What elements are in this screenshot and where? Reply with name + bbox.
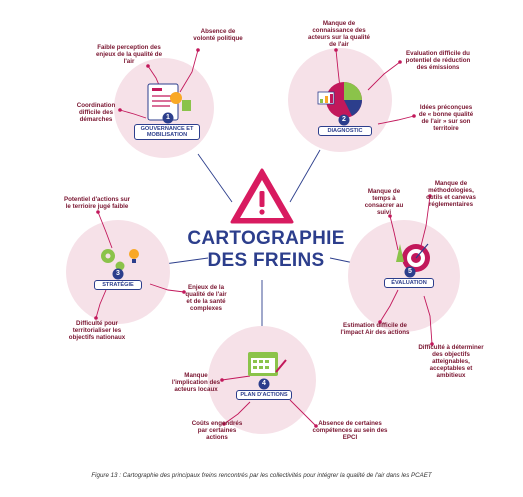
badge-number-4: 4 <box>262 380 266 387</box>
bullet-dots <box>94 48 434 428</box>
section-label-gouvernance: GOUVERNANCE ET MOBILISATION <box>134 124 200 141</box>
frein-evaluation-4: Difficulté à déterminer des objectifs at… <box>418 344 484 380</box>
frein-diagnostic-3: Idées préconçues de « bonne qualité de l… <box>418 104 474 133</box>
center-title-line2: DES FREINS <box>207 250 325 271</box>
center-title-line1: CARTOGRAPHIE <box>187 228 345 249</box>
badge-number-1: 1 <box>166 114 170 121</box>
frein-diagnostic-1: Manque de connaissance des acteurs sur l… <box>308 20 370 49</box>
center-connectors <box>149 149 379 330</box>
badge-2 <box>338 114 350 126</box>
number-badges <box>112 112 416 390</box>
frein-evaluation-1: Manque de temps à consacrer au suivi <box>364 188 404 217</box>
section-label-strategie: STRATÉGIE <box>94 280 142 291</box>
warning-triangle-icon <box>230 168 294 224</box>
frein-diagnostic-2: Evaluation difficile du potentiel de réd… <box>405 50 471 72</box>
figure-caption: Figure 13 : Cartographie des principaux … <box>91 472 432 479</box>
frein-gouvernance-2: Absence de volonté politique <box>193 28 243 43</box>
badge-number-5: 5 <box>408 268 412 275</box>
pie-chart-icon <box>317 82 362 118</box>
circle-evaluation <box>348 220 460 332</box>
badge-3 <box>112 268 124 280</box>
section-label-plan: PLAN D'ACTIONS <box>236 390 292 401</box>
frein-strategie-1: Potentiel d'actions sur le terrioire jug… <box>63 196 131 211</box>
frein-strategie-3: Difficulté pour territorialiser les obje… <box>68 320 126 342</box>
frein-strategie-2: Enjeux de la qualité de l'air et de la s… <box>185 284 227 313</box>
frein-plan-2: Coûts engendrés par certaines actions <box>191 420 243 442</box>
center-title: CARTOGRAPHIE DES FREINS <box>176 228 356 272</box>
frein-evaluation-3: Estimation difficile de l'impact Air des… <box>340 322 410 337</box>
frein-gouvernance-3: Coordination difficile des démarches <box>76 102 116 124</box>
bullet-connectors <box>95 49 433 427</box>
target-icon <box>396 243 430 272</box>
badge-5 <box>404 266 416 278</box>
section-label-evaluation: ÉVALUATION <box>384 278 434 289</box>
frein-evaluation-2: Manque de méthodologies, outils et canev… <box>426 180 476 209</box>
badge-number-2: 2 <box>342 116 346 123</box>
badge-number-3: 3 <box>116 270 120 277</box>
clipboard-icon <box>147 83 191 121</box>
calendar-icon <box>248 352 287 376</box>
gears-bulb-icon <box>101 249 139 271</box>
badge-4 <box>258 378 270 390</box>
frein-plan-1: Manque l'implication des acteurs locaux <box>171 372 221 394</box>
badge-1 <box>162 112 174 124</box>
section-label-diagnostic: DIAGNOSTIC <box>318 126 372 137</box>
frein-gouvernance-1: Faible perception des enjeux de la quali… <box>95 44 163 66</box>
frein-plan-3: Absence de certaines compétences au sein… <box>312 420 388 442</box>
